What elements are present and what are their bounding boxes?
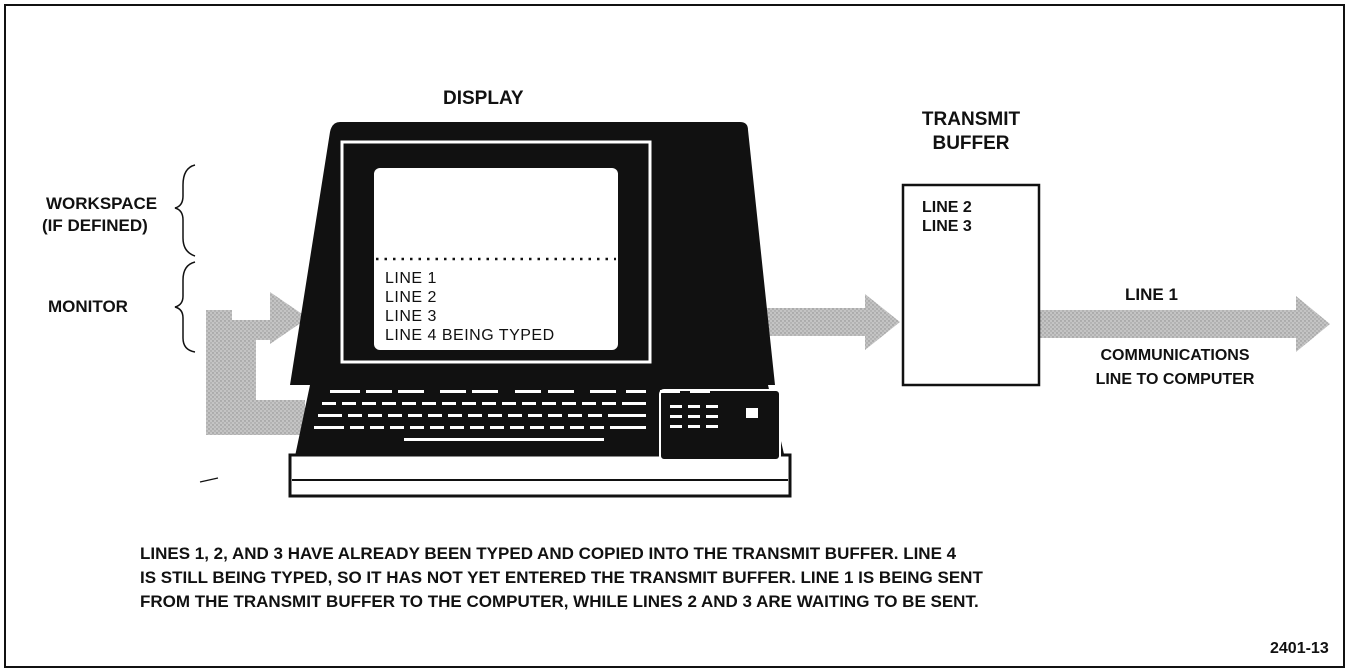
transmit-buffer-title-line1: TRANSMIT	[921, 109, 1021, 130]
monitor-brace	[174, 261, 196, 353]
display-label: DISPLAY	[443, 88, 524, 109]
monitor-label: MONITOR	[48, 297, 128, 316]
terminal-keyboard	[288, 385, 792, 498]
workspace-brace	[174, 164, 196, 257]
caption-line: LINES 1, 2, AND 3 HAVE ALREADY BEEN TYPE…	[140, 544, 957, 563]
transmit-buffer-title-line2: BUFFER	[932, 133, 1010, 154]
screen-line: LINE 3	[385, 308, 437, 325]
caption-line: FROM THE TRANSMIT BUFFER TO THE COMPUTER…	[140, 592, 979, 611]
communications-line-label-line2: LINE TO COMPUTER	[1095, 371, 1255, 388]
stray-mark	[199, 477, 219, 483]
keyboard-to-monitor-arrow	[206, 292, 308, 435]
caption-line: IS STILL BEING TYPED, SO IT HAS NOT YET …	[140, 568, 983, 587]
buffer-line: LINE 3	[922, 218, 972, 235]
figure-number: 2401-13	[1270, 640, 1329, 657]
communications-line-label-line1: COMMUNICATIONS	[1100, 347, 1250, 364]
terminal-display	[290, 122, 775, 385]
transmit-buffer-box	[901, 183, 1041, 387]
communications-line-label: COMMUNICATIONS LINE TO COMPUTER	[1050, 344, 1300, 392]
figure-frame	[4, 4, 1345, 668]
buffer-line-list: LINE 2 LINE 3	[922, 198, 972, 236]
workspace-label-line1: WORKSPACE	[46, 194, 158, 213]
figure-caption: LINES 1, 2, AND 3 HAVE ALREADY BEEN TYPE…	[140, 542, 983, 614]
buffer-line: LINE 2	[922, 199, 972, 216]
screen-line: LINE 2	[385, 289, 437, 306]
transmit-buffer-title: TRANSMIT BUFFER	[893, 108, 1049, 156]
outgoing-line-label: LINE 1	[1125, 285, 1178, 304]
screen-line-list: LINE 1 LINE 2 LINE 3 LINE 4 BEING TYPED	[385, 269, 555, 345]
screen-line: LINE 1	[385, 270, 437, 287]
communications-line-arrow	[1040, 296, 1330, 352]
workspace-label-line2: (IF DEFINED)	[42, 216, 148, 235]
screen-line: LINE 4 BEING TYPED	[385, 327, 555, 344]
display-to-buffer-arrow	[760, 294, 900, 350]
workspace-label: WORKSPACE (IF DEFINED)	[42, 193, 158, 237]
